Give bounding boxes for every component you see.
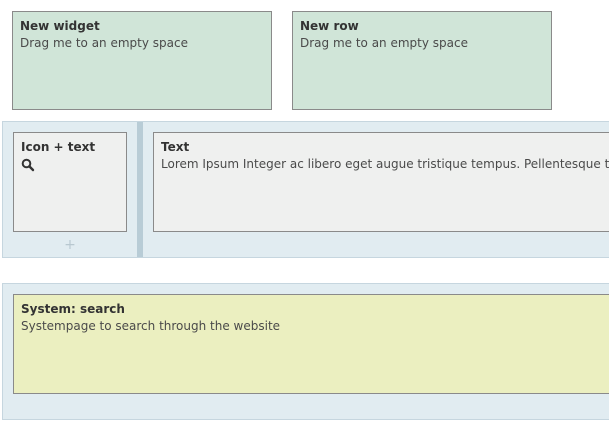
search-icon	[21, 157, 35, 172]
new-widget-description: Drag me to an empty space	[20, 36, 188, 50]
new-widget-title: New widget	[20, 19, 100, 33]
new-widget-card[interactable]: New widget Drag me to an empty space	[12, 11, 272, 110]
column-resize-handle[interactable]	[137, 122, 143, 257]
icon-text-widget[interactable]: Icon + text	[13, 132, 127, 232]
text-widget[interactable]: Text Lorem Ipsum Integer ac libero eget …	[153, 132, 609, 232]
text-widget-title: Text	[161, 140, 190, 154]
new-row-description: Drag me to an empty space	[300, 36, 468, 50]
system-search-title: System: search	[21, 302, 125, 316]
new-row-title: New row	[300, 19, 359, 33]
system-search-widget[interactable]: System: search Systempage to search thro…	[13, 294, 609, 394]
system-search-description: Systempage to search through the website	[21, 319, 281, 333]
icon-text-widget-title: Icon + text	[21, 140, 96, 154]
new-row-card[interactable]: New row Drag me to an empty space	[292, 11, 552, 110]
plus-icon[interactable]: +	[64, 237, 76, 253]
text-widget-body: Lorem Ipsum Integer ac libero eget augue…	[161, 157, 609, 171]
